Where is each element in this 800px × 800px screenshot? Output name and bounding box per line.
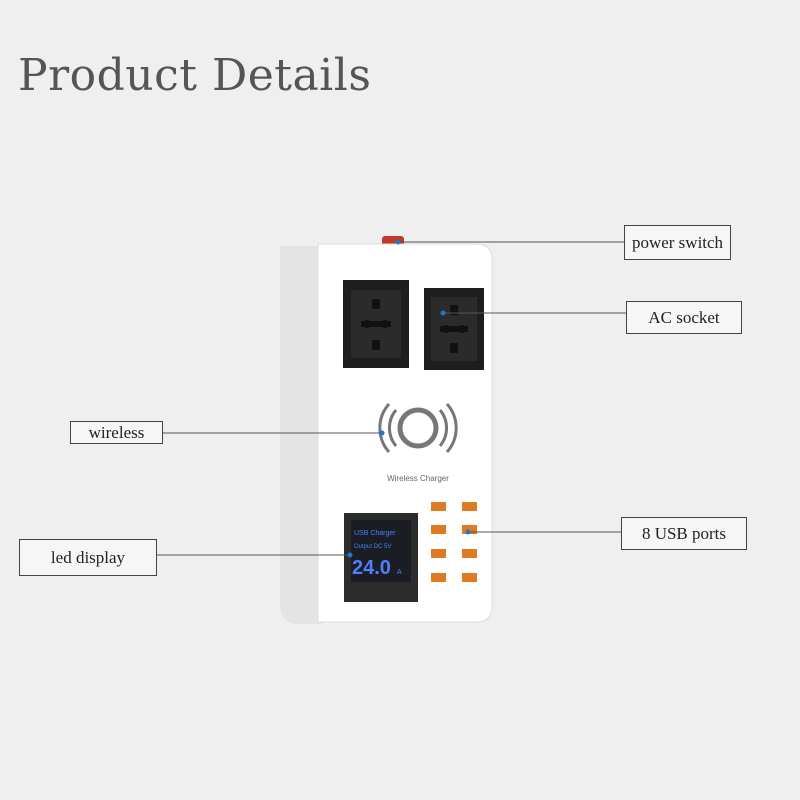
wireless-charger-icon [378,403,458,453]
callout-led-display: led display [19,539,157,576]
usb-port[interactable] [462,573,477,582]
callout-power-switch: power switch [624,225,731,260]
usb-port[interactable] [431,573,446,582]
callout-wireless: wireless [70,421,163,444]
ac-socket-right[interactable] [424,288,484,370]
usb-port[interactable] [462,525,477,534]
usb-port[interactable] [462,549,477,558]
led-display: USB Charger Output DC 5V 24.0 A [344,513,418,602]
display-unit: A [397,569,402,576]
device-side [280,246,322,624]
display-value: 24.0 [352,557,391,579]
usb-port[interactable] [462,502,477,511]
callout-leader-lines [157,241,627,556]
usb-port[interactable] [431,549,446,558]
callout-usb-ports: 8 USB ports [621,517,747,550]
callout-anchor-dots [347,239,471,558]
display-line-2: Output DC 5V [354,544,391,550]
usb-port-group [431,502,477,582]
page-title: Product Details [18,50,372,101]
usb-port[interactable] [431,502,446,511]
ac-socket-left[interactable] [343,280,409,368]
display-line-1: USB Charger [354,530,396,537]
callout-ac-socket: AC socket [626,301,742,334]
usb-port[interactable] [431,525,446,534]
wireless-charger-caption: Wireless Charger [387,474,449,483]
